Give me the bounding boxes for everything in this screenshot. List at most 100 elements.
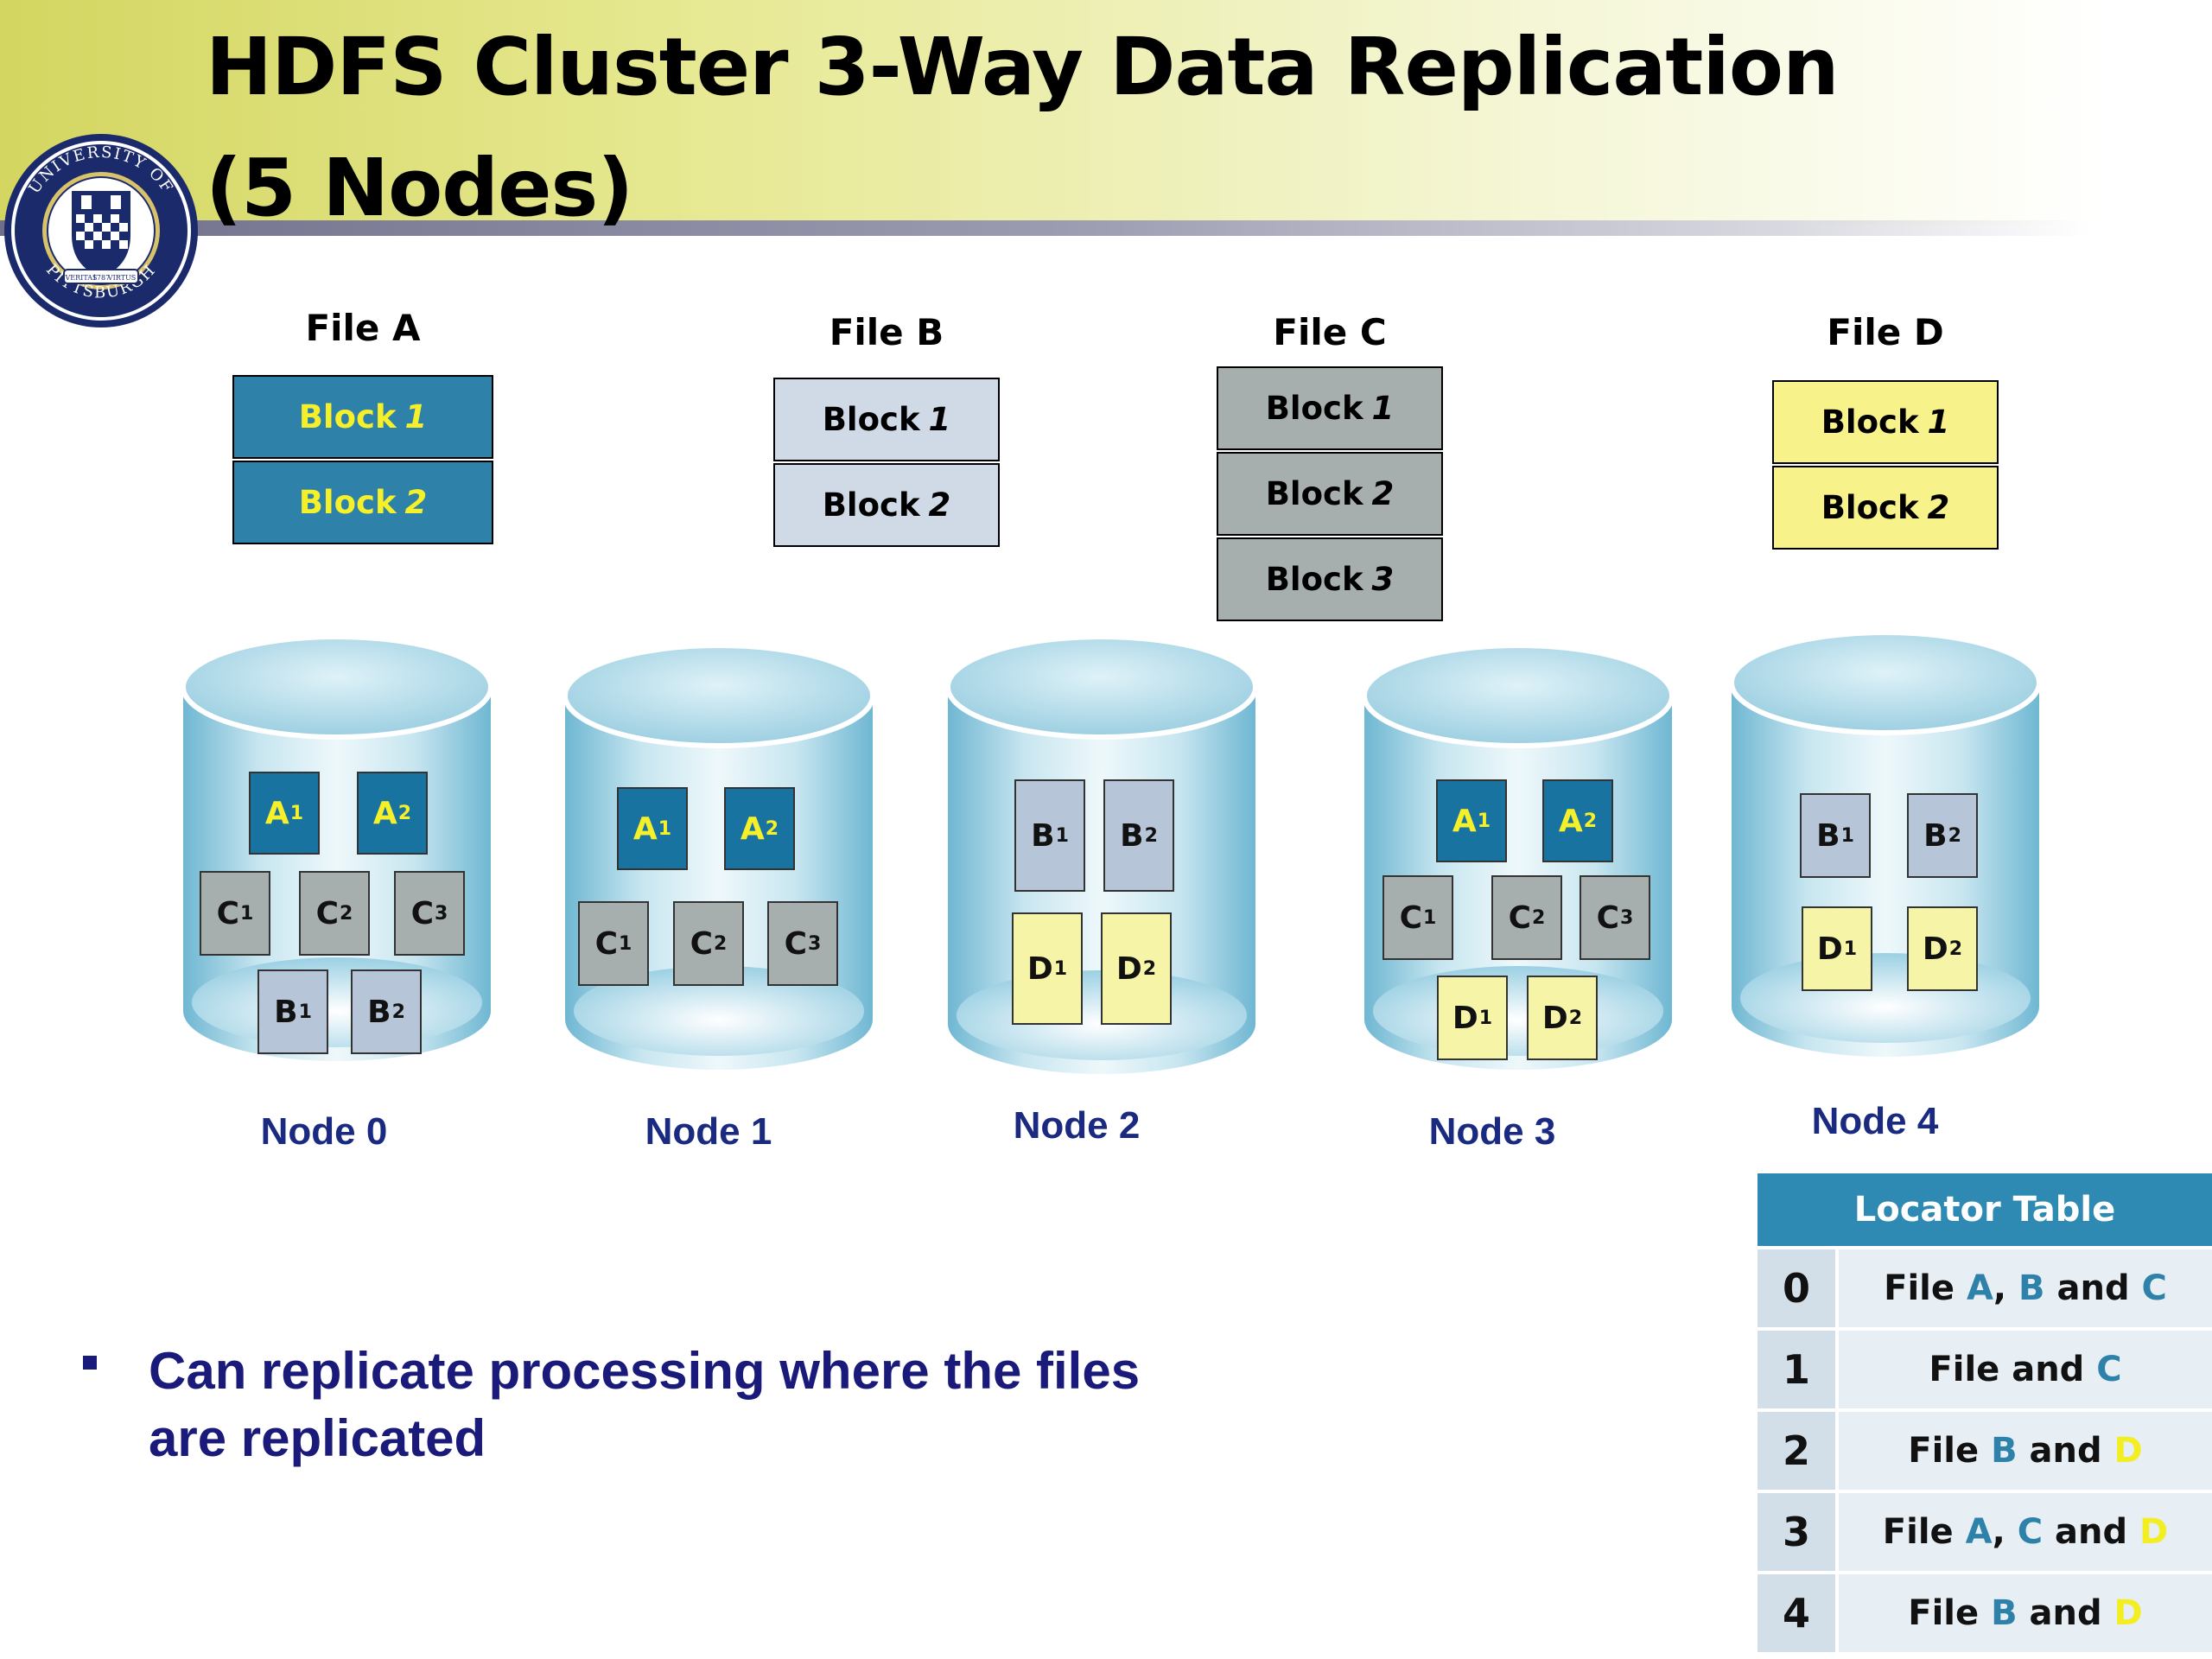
block-number: 2	[1371, 475, 1395, 512]
locator-table-header: Locator Table	[1758, 1173, 2212, 1246]
locator-text: File and	[1929, 1350, 2097, 1389]
node-1-label: Node 1	[645, 1110, 772, 1153]
cylinder-base	[574, 966, 864, 1056]
chip-subscript: 2	[714, 932, 728, 955]
chip-subscript: 1	[1477, 810, 1491, 832]
file-b-label: File B	[829, 311, 944, 353]
chip-subscript: 2	[1948, 824, 1961, 847]
chip-letter: C	[1508, 899, 1532, 936]
title-underline	[0, 220, 2091, 236]
file-key-d: D	[2139, 1512, 2169, 1552]
chip-subscript: 1	[298, 1001, 312, 1023]
file-key-b: B	[1991, 1431, 2018, 1471]
chip-letter: C	[315, 895, 340, 931]
block-number: 1	[404, 398, 428, 435]
locator-row-files: File and C	[1839, 1331, 2212, 1408]
node-0-cylinder	[181, 634, 493, 1061]
file-key-a: A	[1965, 1512, 1993, 1552]
chip-subscript: 2	[1583, 810, 1598, 832]
block-number: 1	[1927, 404, 1950, 441]
chip-letter: A	[632, 810, 658, 847]
chip-letter: B	[1120, 817, 1144, 854]
locator-row-index: 3	[1758, 1493, 1835, 1571]
locator-text: File	[1882, 1512, 1966, 1552]
locator-row-index: 1	[1758, 1331, 1835, 1408]
cylinder-top	[1362, 643, 1675, 748]
chip-letter: B	[1923, 817, 1948, 854]
cylinder-base	[192, 957, 482, 1047]
chip-subscript: 3	[435, 902, 448, 925]
chip-subscript: 2	[765, 817, 779, 840]
chip-letter: A	[1452, 803, 1477, 839]
cylinder-base	[1740, 953, 2031, 1043]
chip-letter: A	[1558, 803, 1583, 839]
cylinder-top	[563, 643, 875, 748]
block-word: Block	[1265, 561, 1363, 598]
chip-subscript: 1	[1843, 938, 1858, 960]
block-word: Block	[298, 398, 397, 435]
chip-subscript: 3	[1620, 906, 1634, 929]
chip-letter: C	[594, 925, 619, 962]
svg-text:VERITAS: VERITAS	[65, 274, 98, 282]
chip-letter: D	[1922, 931, 1948, 967]
locator-text: and	[2044, 1268, 2142, 1308]
locator-row-index: 2	[1758, 1412, 1835, 1490]
block-word: Block	[298, 484, 397, 521]
locator-row-files: File B and D	[1839, 1412, 2212, 1490]
file-key-a: A	[1966, 1268, 1993, 1308]
locator-text: and	[2017, 1431, 2114, 1471]
node-3-label: Node 3	[1428, 1110, 1556, 1153]
locator-text: and	[2017, 1593, 2114, 1633]
cylinder-top	[1729, 630, 2042, 735]
chip-subscript: 1	[1478, 1007, 1493, 1029]
chip-letter: D	[1452, 1000, 1478, 1036]
block-word: Block	[822, 486, 920, 524]
chip-subscript: 2	[1532, 906, 1546, 929]
block-number: 2	[404, 484, 428, 521]
node-4-cylinder	[1729, 630, 2042, 1057]
block-number: 2	[1927, 489, 1950, 526]
chip-letter: D	[1541, 1000, 1568, 1036]
cylinder-base	[1373, 966, 1663, 1056]
chip-letter: C	[1596, 899, 1620, 936]
file-key-c: C	[2017, 1512, 2044, 1552]
chip-subscript: 1	[1055, 824, 1069, 847]
file-key-c: C	[2096, 1350, 2122, 1389]
chip-subscript: 2	[1568, 1007, 1583, 1029]
chip-subscript: 1	[619, 932, 632, 955]
block-word: Block	[1821, 489, 1919, 526]
chip-subscript: 2	[397, 802, 412, 824]
chip-letter: D	[1816, 931, 1843, 967]
chip-subscript: 2	[1142, 957, 1157, 980]
svg-text:VIRTUS: VIRTUS	[107, 274, 136, 282]
chip-subscript: 1	[1840, 824, 1854, 847]
block-word: Block	[1821, 404, 1919, 441]
